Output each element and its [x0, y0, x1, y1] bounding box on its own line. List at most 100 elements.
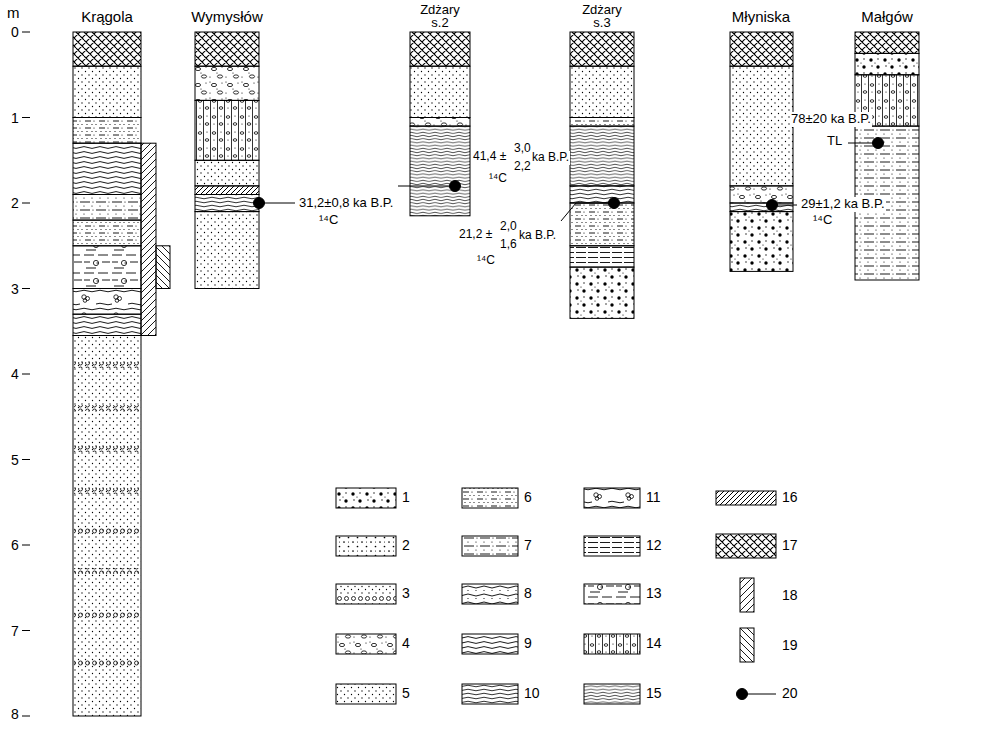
legend-swatch	[584, 634, 640, 654]
legend-number: 19	[782, 637, 798, 653]
legend-number: 5	[402, 685, 410, 701]
layer	[410, 126, 470, 216]
layer	[730, 186, 793, 203]
leader-line	[777, 205, 797, 206]
gravel-bed	[74, 612, 140, 618]
depth-number: m	[6, 4, 21, 21]
column-młyniska	[730, 32, 793, 271]
layer	[730, 203, 793, 212]
legend-line	[747, 694, 776, 695]
dating-label: ¹⁴C	[476, 254, 496, 268]
column-heading: Małgów	[837, 8, 937, 25]
column-zdżary-s2	[410, 32, 470, 216]
legend-swatch	[716, 534, 776, 558]
depth-number: 3	[10, 281, 20, 297]
gravel-beds	[74, 362, 140, 666]
legend-number: 14	[646, 635, 662, 651]
legend-number: 16	[782, 489, 798, 505]
layer	[410, 32, 470, 66]
column-wymysłów	[195, 32, 259, 289]
layer	[410, 66, 470, 117]
layer	[73, 314, 141, 335]
dating-label: 31,2±0,8 ka B.P.	[298, 196, 394, 211]
layer	[570, 32, 634, 66]
column-heading: Zdżary s.3	[576, 3, 628, 29]
gravel-bed	[74, 528, 140, 534]
legend-swatches	[336, 488, 776, 704]
legend-swatch	[336, 634, 396, 654]
legend-number: 18	[782, 587, 798, 603]
layer	[73, 66, 141, 117]
layer	[855, 53, 919, 74]
depth-number: 6	[10, 537, 20, 553]
legend-swatch	[336, 584, 396, 604]
legend-swatch	[462, 536, 518, 556]
leader-line	[398, 186, 450, 187]
legend-number: 11	[646, 489, 661, 505]
depth-number: 5	[10, 452, 20, 468]
legend-number: 8	[524, 585, 532, 601]
legend-swatch	[584, 684, 640, 704]
gravel-bed	[74, 660, 140, 666]
dating-label: ka B.P.	[531, 151, 570, 165]
column-zdżary-s3	[570, 32, 634, 318]
leader-line	[561, 203, 609, 221]
sample-dot	[254, 198, 265, 209]
gravel-bed	[74, 405, 140, 411]
legend-swatch	[716, 491, 776, 505]
legend-number: 10	[524, 685, 540, 701]
layer	[195, 32, 259, 66]
layer	[195, 100, 259, 160]
legend-swatch	[584, 488, 640, 508]
gravel-bed	[74, 568, 140, 574]
dating-label: ¹⁴C	[318, 213, 339, 228]
sample-dot	[873, 138, 884, 149]
layer	[570, 246, 634, 267]
layer	[570, 66, 634, 117]
layer	[410, 118, 470, 127]
dating-label: ¹⁴C	[812, 213, 833, 228]
layer	[73, 195, 141, 221]
dating-label: ¹⁴C	[488, 172, 508, 186]
dating-label: 1,6	[499, 238, 518, 252]
legend-number: 7	[524, 537, 532, 553]
legend-swatch	[336, 488, 396, 508]
depth-number: 1	[10, 110, 20, 126]
layer	[73, 143, 141, 194]
legend-number: 13	[646, 585, 662, 601]
leader-line	[848, 143, 873, 144]
depth-ticks	[22, 32, 30, 716]
column-heading: Wymysłów	[177, 8, 277, 25]
layer	[730, 32, 793, 66]
sample-bar	[156, 246, 170, 289]
column-krągola	[73, 32, 170, 716]
legend-number: 6	[524, 489, 532, 505]
legend-number: 2	[402, 537, 410, 553]
legend-swatch	[336, 536, 396, 556]
legend-number: 12	[646, 537, 662, 553]
legend-dot	[737, 689, 748, 700]
layer	[195, 212, 259, 289]
layer	[73, 289, 141, 315]
column-name: Zdżary s.3	[576, 3, 628, 29]
column-name: Zdżary s.2	[414, 3, 466, 29]
sample-bar	[141, 143, 156, 335]
layer	[73, 32, 141, 66]
layer	[73, 336, 141, 717]
legend-number: 3	[402, 585, 410, 601]
layer	[570, 118, 634, 127]
dating-label: ka B.P.	[518, 229, 557, 243]
dating-label: 3,0	[513, 142, 532, 156]
legend-number: 4	[402, 635, 410, 651]
legend-swatch	[462, 584, 518, 604]
dating-label: 2,2	[513, 160, 532, 174]
depth-number: 4	[10, 366, 20, 382]
layer	[73, 246, 141, 289]
dating-label: TL	[826, 134, 843, 149]
legend-number: 1	[402, 489, 410, 505]
sample-dot	[767, 200, 778, 211]
dating-label: 29±1,2 ka B.P.	[800, 197, 886, 212]
legend-number: 15	[646, 685, 662, 701]
